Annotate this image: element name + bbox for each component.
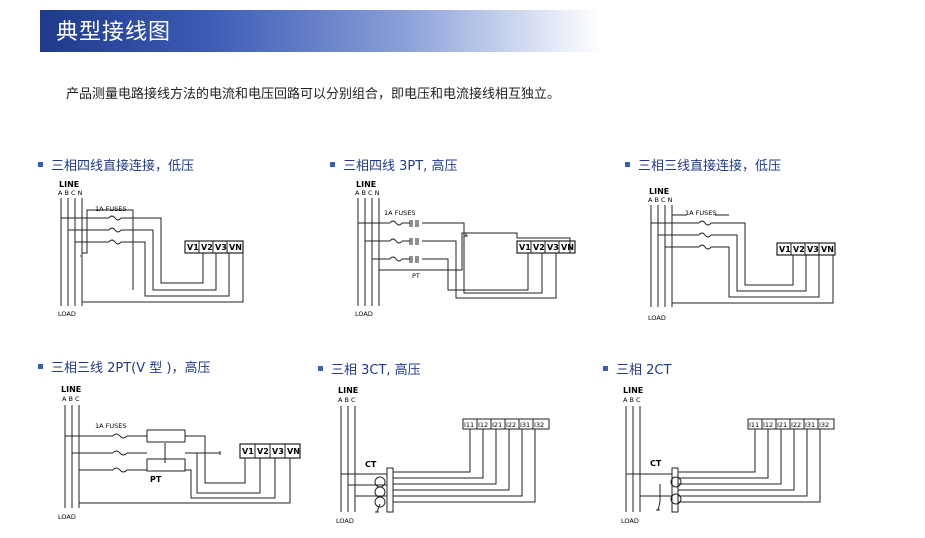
terminal-i22: I22 bbox=[506, 421, 516, 429]
bullet-icon bbox=[603, 366, 608, 371]
wiring-diagram-2: LINE A B C N 1A FUSES PT V1 V2 V3 VN LOA… bbox=[355, 180, 576, 318]
line-label: LINE bbox=[61, 385, 81, 394]
terminal-i21: I21 bbox=[777, 421, 787, 429]
diagram-title-5: 三相 3CT, 高压 bbox=[318, 359, 421, 378]
fuses-label: 1A FUSES bbox=[384, 209, 416, 217]
phase-label: A B C N bbox=[355, 189, 380, 197]
line-label: LINE bbox=[356, 180, 376, 189]
terminal-v1: V1 bbox=[779, 245, 791, 254]
pt-label: PT bbox=[412, 272, 420, 280]
diagram-title-2: 三相四线 3PT, 高压 bbox=[330, 155, 457, 174]
bullet-icon bbox=[625, 162, 630, 167]
page-title: 典型接线图 bbox=[56, 20, 172, 45]
terminal-v3: V3 bbox=[215, 243, 227, 252]
intro-text: 产品测量电路接线方法的电流和电压回路可以分别组合，即电压和电流接线相互独立。 bbox=[66, 87, 561, 102]
wiring-diagram-5: LINE A B C CT I11 I12 I21 I22 I31 I32 LO… bbox=[336, 386, 550, 525]
diagram-title-4: 三相三线 2PT(V 型 )，高压 bbox=[38, 357, 211, 376]
load-label: LOAD bbox=[355, 310, 373, 318]
diagram-title-text: 三相三线直接连接，低压 bbox=[638, 159, 782, 174]
terminal-v2: V2 bbox=[793, 245, 805, 254]
terminal-vn: VN bbox=[287, 447, 300, 456]
load-label: LOAD bbox=[336, 517, 354, 525]
terminal-i11: I11 bbox=[464, 421, 474, 429]
terminal-vn: VN bbox=[821, 245, 834, 254]
terminal-v3: V3 bbox=[807, 245, 819, 254]
phase-label: A B C bbox=[338, 396, 356, 404]
diagram-title-text: 三相四线直接连接，低压 bbox=[51, 159, 195, 174]
line-label: LINE bbox=[649, 187, 669, 196]
terminal-v1: V1 bbox=[519, 243, 531, 252]
terminal-i11: I11 bbox=[749, 421, 759, 429]
terminal-v1: V1 bbox=[187, 243, 199, 252]
line-label: LINE bbox=[338, 386, 358, 395]
terminal-i31: I31 bbox=[805, 421, 815, 429]
terminal-v2: V2 bbox=[201, 243, 213, 252]
diagram-title-text: 三相 2CT bbox=[616, 363, 672, 378]
terminal-v3: V3 bbox=[547, 243, 559, 252]
terminal-i32: I32 bbox=[534, 421, 544, 429]
terminal-i31: I31 bbox=[520, 421, 530, 429]
pt-label: PT bbox=[150, 475, 162, 484]
load-label: LOAD bbox=[58, 310, 76, 318]
terminal-i21: I21 bbox=[492, 421, 502, 429]
line-label: LINE bbox=[623, 386, 643, 395]
load-label: LOAD bbox=[58, 513, 76, 521]
fuses-label: 1A FUSES bbox=[95, 205, 127, 213]
terminal-vn: VN bbox=[561, 243, 574, 252]
ct-label: CT bbox=[365, 460, 377, 469]
diagram-title-text: 三相四线 3PT, 高压 bbox=[343, 159, 458, 174]
terminal-i22: I22 bbox=[791, 421, 801, 429]
terminal-v3: V3 bbox=[272, 447, 284, 456]
wiring-diagram-4: LINE A B C 1A FUSES PT V1 V2 V3 VN LOAD bbox=[58, 385, 301, 521]
phase-label: A B C N bbox=[648, 196, 673, 204]
terminal-v2: V2 bbox=[533, 243, 545, 252]
diagram-title-3: 三相三线直接连接，低压 bbox=[625, 155, 781, 174]
terminal-v2: V2 bbox=[257, 447, 269, 456]
fuses-label: 1A FUSES bbox=[685, 209, 717, 217]
wiring-diagram-3: LINE A B C N 1A FUSES V1 V2 V3 VN LOAD bbox=[648, 187, 836, 322]
header-band bbox=[40, 10, 600, 52]
wiring-diagram-6: LINE A B C CT I11 I12 I21 I22 I31 I32 LO… bbox=[621, 386, 835, 525]
wiring-diagram-1: LINE A B C N 1A FUSES V1 V2 V3 VN LOAD bbox=[58, 180, 244, 318]
phase-label: A B C bbox=[623, 396, 641, 404]
load-label: LOAD bbox=[648, 314, 666, 322]
diagram-title-text: 三相 3CT, 高压 bbox=[331, 363, 421, 378]
diagram-title-text: 三相三线 2PT(V 型 )，高压 bbox=[51, 361, 211, 376]
load-label: LOAD bbox=[621, 517, 639, 525]
diagram-title-1: 三相四线直接连接，低压 bbox=[38, 155, 194, 174]
terminal-v1: V1 bbox=[242, 447, 254, 456]
terminal-vn: VN bbox=[229, 243, 242, 252]
terminal-i32: I32 bbox=[819, 421, 829, 429]
bullet-icon bbox=[318, 366, 323, 371]
terminal-i12: I12 bbox=[763, 421, 773, 429]
diagram-title-6: 三相 2CT bbox=[603, 359, 671, 378]
ct-label: CT bbox=[650, 459, 662, 468]
bullet-icon bbox=[38, 364, 43, 369]
bullet-icon bbox=[330, 162, 335, 167]
line-label: LINE bbox=[59, 180, 79, 189]
terminal-i12: I12 bbox=[478, 421, 488, 429]
bullet-icon bbox=[38, 162, 43, 167]
phase-label: A B C N bbox=[58, 189, 83, 197]
fuses-label: 1A FUSES bbox=[95, 422, 127, 430]
phase-label: A B C bbox=[62, 395, 80, 403]
